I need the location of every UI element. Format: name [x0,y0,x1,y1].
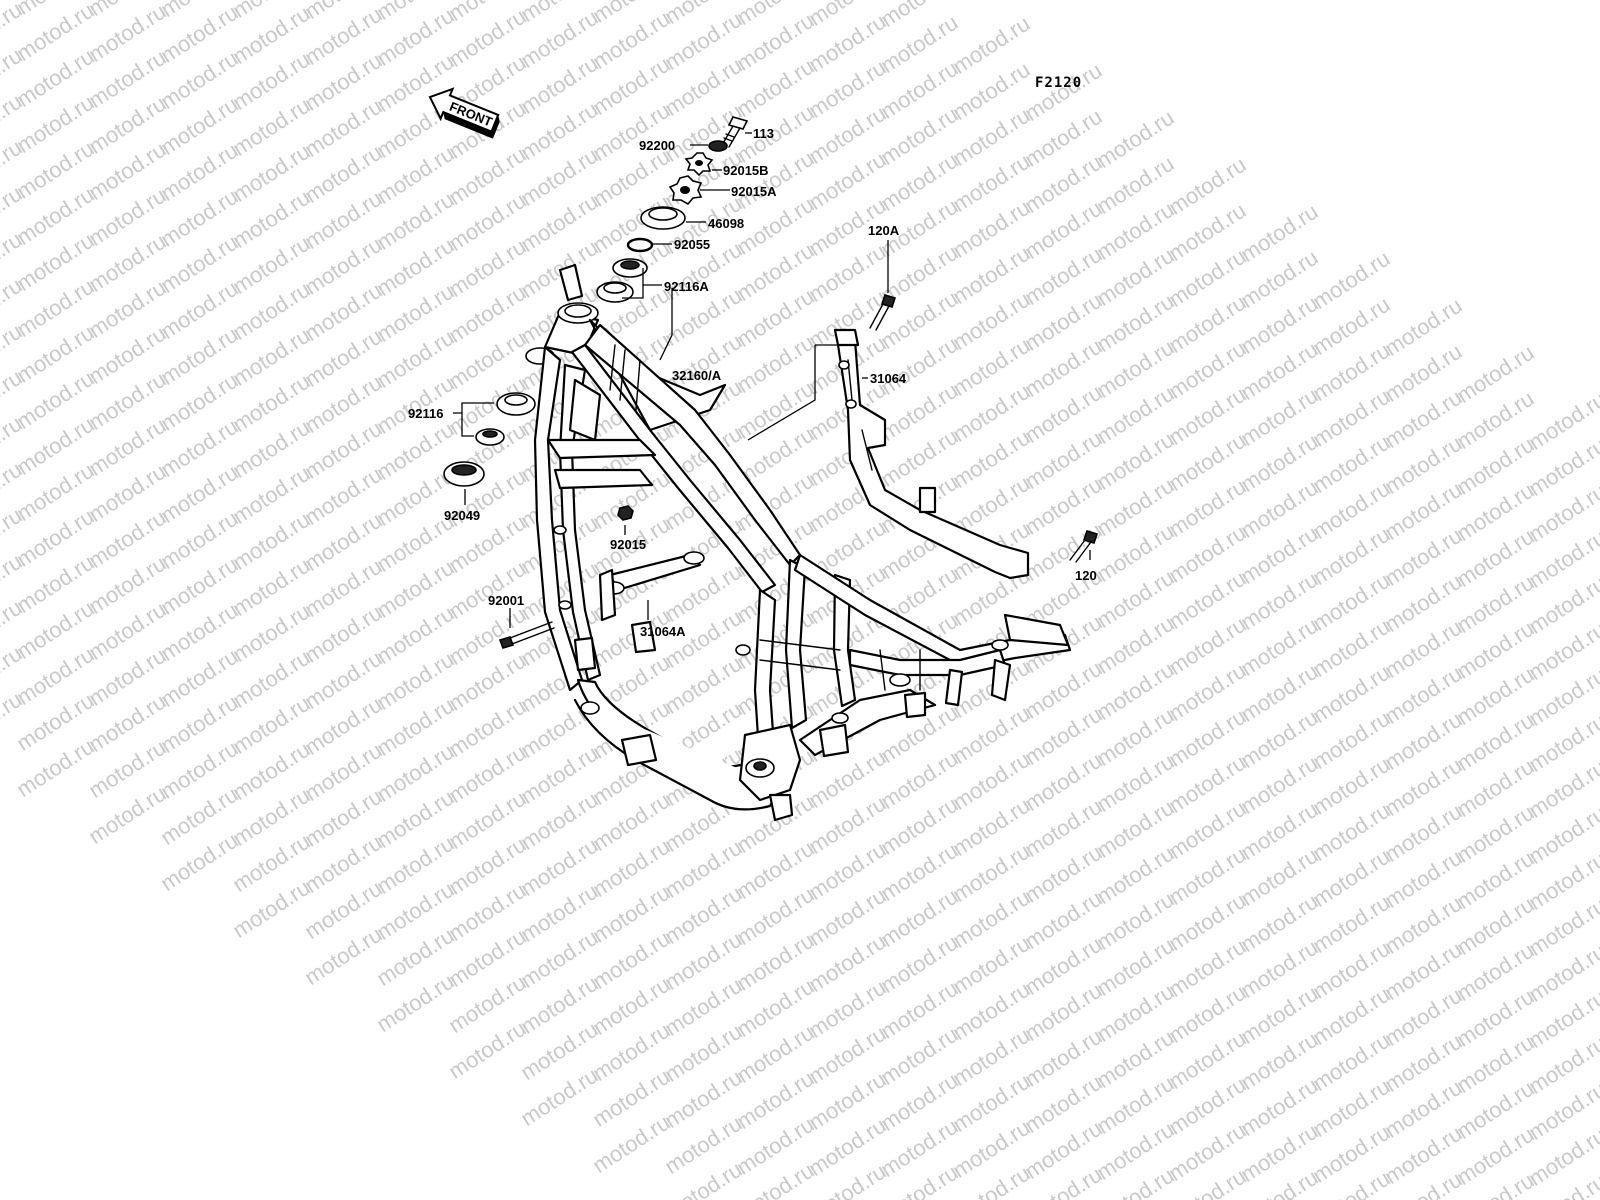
leader-lines [453,132,1091,628]
bolt-92001-shape [498,621,555,649]
lower-cradle-outer [573,698,782,811]
label-46098: 46098 [708,216,744,231]
label-120A: 120A [868,223,900,238]
nut-92015-shape [617,505,634,521]
label-92015B: 92015B [723,163,769,178]
rear-subframe-lower [848,648,1007,677]
bolt-120-shape [1069,530,1099,563]
part-labels: 113 92200 92015B 92015A 46098 92055 9211… [408,126,1097,639]
label-92116A: 92116A [664,279,709,294]
lower-steering-parts [443,392,634,521]
gusset-plate [568,378,602,442]
seat-rail-31064 [833,328,1030,580]
front-arrow-icon: FRONT [428,87,500,139]
label-32160A: 32160/A [672,368,722,383]
head-gusset [558,263,584,302]
label-92200: 92200 [639,138,675,153]
label-113: 113 [753,126,774,141]
diagram-code: F2120 [1035,75,1082,91]
label-92001: 92001 [488,593,524,608]
main-frame [525,263,1072,822]
seat-rail-body [836,333,1030,580]
steering-stem-parts [596,116,749,303]
rear-subframe-upper [793,553,1072,670]
label-31064: 31064 [870,371,907,386]
label-92049: 92049 [444,508,480,523]
o-ring-92055-shape [626,237,654,253]
label-92015A: 92015A [731,184,777,199]
washer-92200-shape [708,140,728,152]
label-92015: 92015 [610,537,646,552]
label-92116: 92116 [408,406,443,421]
rear-vertical-far [832,573,857,708]
label-92055: 92055 [674,237,710,252]
label-120: 120 [1075,568,1097,583]
label-31064A: 31064A [640,624,686,639]
tail-bracket [1003,613,1070,647]
front-cross-tube [546,438,657,460]
bolt-120A-shape [869,294,897,331]
